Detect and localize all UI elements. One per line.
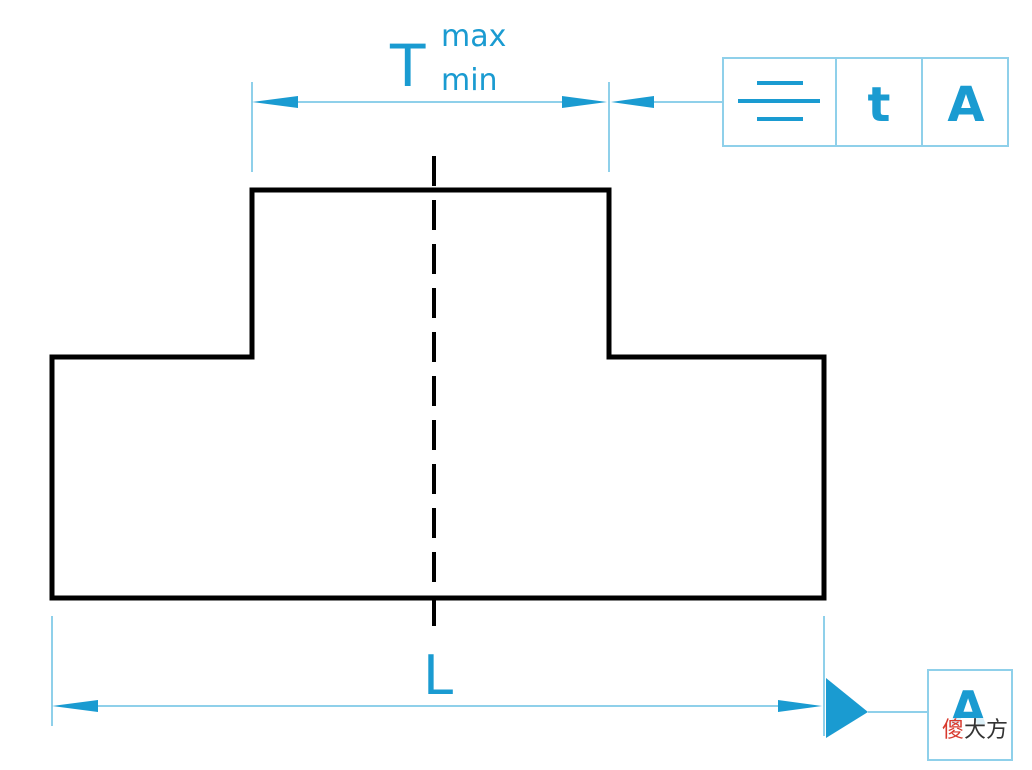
datum-feature-symbol: A: [826, 669, 1013, 761]
length-arrow-right: [778, 700, 822, 712]
tolerance-value: t: [868, 77, 891, 133]
watermark-char-red: 傻: [942, 718, 965, 743]
length-dimension-symbol: L: [423, 644, 453, 707]
width-dimension-symbol: T: [389, 32, 426, 100]
watermark-chars-dark: 大方: [964, 718, 1009, 743]
width-upper-tolerance: max: [441, 19, 506, 54]
feature-control-frame: t A: [722, 57, 1009, 147]
leader-arrow: [611, 96, 654, 108]
part-outline: [49, 187, 827, 601]
symmetry-icon: [738, 81, 820, 121]
datum-reference: A: [947, 77, 984, 133]
width-lower-tolerance: min: [441, 63, 498, 98]
width-arrow-right: [562, 96, 607, 108]
watermark: 傻大方: [940, 718, 1011, 744]
width-arrow-left: [252, 96, 298, 108]
length-arrow-left: [52, 700, 98, 712]
datum-triangle: [826, 678, 868, 738]
